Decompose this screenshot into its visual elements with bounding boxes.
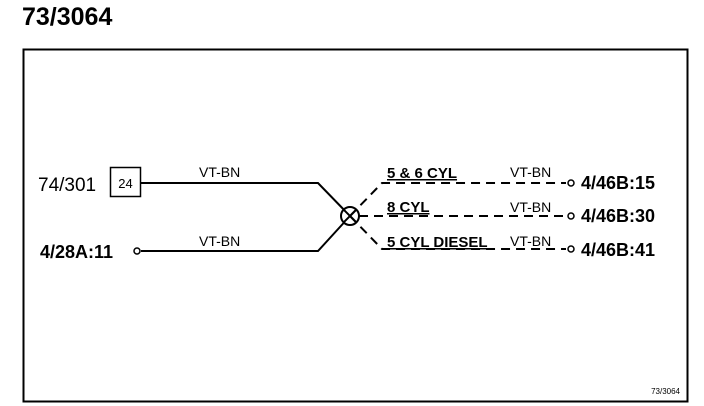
wire-color-top-left: VT-BN	[199, 164, 240, 180]
connector-box-24	[109, 166, 142, 198]
terminal-circle-left	[133, 247, 141, 255]
terminal-label-2: 4/46B:30	[581, 206, 655, 226]
terminal-label-1: 4/46B:15	[581, 173, 655, 193]
figure-reference: 73/3064	[651, 387, 680, 396]
terminal-circle-2	[567, 212, 575, 220]
page-title: 73/3064	[22, 3, 113, 31]
variant-label-2: 8 CYL	[387, 199, 430, 216]
wire-color-branch-1: VT-BN	[510, 164, 551, 180]
branch-wire-3	[349, 215, 566, 250]
terminal-label-3: 4/46B:41	[581, 240, 655, 260]
terminal-circle-3	[567, 245, 575, 253]
variant-label-1: 5 & 6 CYL	[387, 165, 457, 182]
variant-label-3: 5 CYL DIESEL	[387, 234, 488, 251]
connector-label-74-301: 74/301	[38, 175, 96, 196]
diagram-frame	[22, 48, 689, 403]
wire-bottom-left	[141, 215, 351, 252]
connector-label-4-28a-11: 4/28A:11	[40, 242, 113, 262]
branch-wire-1	[349, 182, 566, 217]
wire-color-branch-2: VT-BN	[510, 199, 551, 215]
connector-box-label: 24	[118, 176, 132, 191]
wire-top-left	[141, 182, 351, 217]
wire-color-bottom-left: VT-BN	[199, 233, 240, 249]
wire-color-branch-3: VT-BN	[510, 233, 551, 249]
terminal-circle-1	[567, 179, 575, 187]
